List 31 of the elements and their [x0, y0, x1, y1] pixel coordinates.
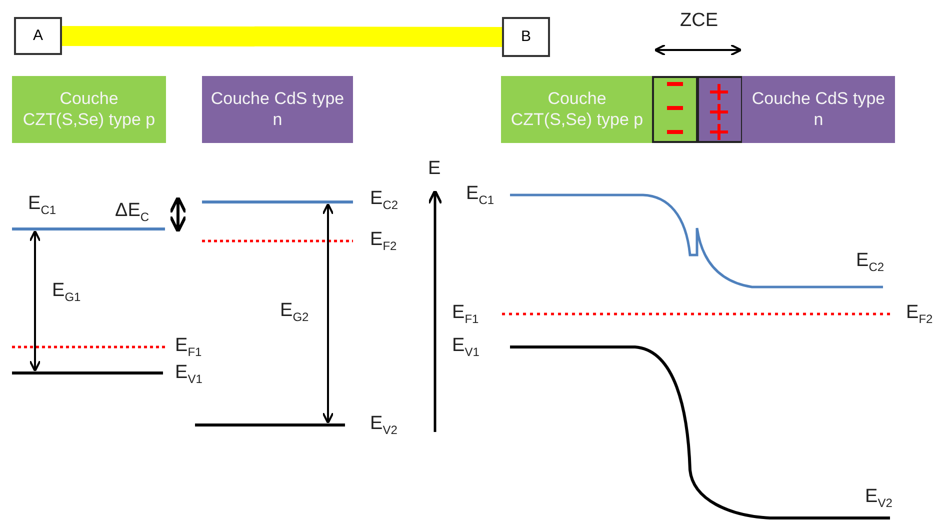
n-layer-box [202, 76, 353, 143]
energy-level-label: E$_{V1}$ [452, 335, 480, 359]
energy-level-label: E$_{V2}$ [865, 486, 892, 510]
energy-level-label: E$_{C2}$ [370, 188, 398, 212]
region-label: ZCE [680, 10, 718, 32]
layer-label: Couche CZT(S,Se) type p [22, 89, 156, 130]
endpoint-box [502, 17, 550, 57]
energy-level-label: E$_{V2}$ [370, 413, 398, 437]
endpoint-label: B [520, 28, 531, 46]
n-layer-box [742, 76, 895, 143]
connector-bar [62, 26, 502, 47]
energy-level-label: E$_{F2}$ [370, 229, 397, 253]
band-gap-label: E$_{G2}$ [280, 300, 309, 324]
energy-offset-label: ΔE$_{C}$ [115, 200, 150, 224]
p-layer-box [501, 76, 653, 143]
p-layer-box [12, 76, 166, 143]
endpoint-box [14, 17, 62, 55]
energy-level-label: E$_{F1}$ [452, 302, 479, 326]
energy-level-label: E$_{C1}$ [466, 183, 494, 207]
energy-level-label: E$_{F2}$ [906, 302, 933, 326]
energy-level-label: E$_{F1}$ [175, 335, 202, 359]
endpoint-label: A [32, 27, 43, 45]
layer-label: Couche CZT(S,Se) type p [510, 89, 644, 130]
layer-label: Couche CdS type n [210, 89, 345, 130]
band-gap-label: E$_{G1}$ [52, 280, 81, 304]
energy-level-label: E$_{C1}$ [28, 193, 56, 217]
depletion-region-box [652, 76, 698, 143]
layer-label: Couche CdS type n [750, 89, 886, 130]
energy-level-label: E$_{V1}$ [175, 362, 202, 386]
energy-level-label: E$_{C2}$ [856, 250, 884, 274]
axis-label: E [428, 158, 441, 180]
